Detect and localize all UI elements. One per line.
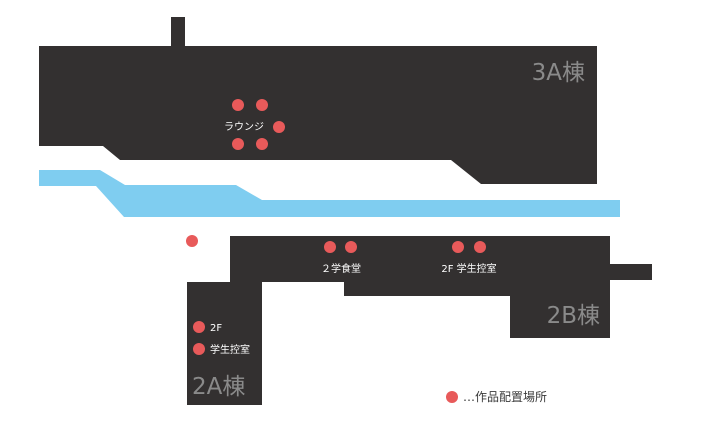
lounge-label: ラウンジ — [224, 121, 264, 133]
legend: …作品配置場所 — [446, 390, 547, 404]
lounge-marker — [273, 121, 285, 133]
student-room-2a-marker — [193, 343, 205, 355]
student-room-2b-marker — [452, 241, 464, 253]
building-3a-chimney — [171, 17, 185, 49]
student-room-2a-name-label: 学生控室 — [210, 343, 250, 356]
building-3a: 3A棟 — [39, 17, 597, 184]
legend-label: …作品配置場所 — [463, 390, 547, 404]
cafeteria-marker — [345, 241, 357, 253]
building-2a-label: 2A棟 — [192, 374, 245, 400]
student-room-2a-marker — [193, 321, 205, 333]
building-3a-body — [39, 46, 597, 184]
building-2b: 2B棟 — [230, 236, 652, 338]
lounge-marker — [232, 99, 244, 111]
lounge-marker — [256, 138, 268, 150]
student-room-2b-marker — [474, 241, 486, 253]
student-room-2a-floor-label: 2F — [210, 323, 222, 334]
connecting-corridor — [39, 170, 620, 217]
lounge-marker — [232, 138, 244, 150]
cafeteria-marker — [324, 241, 336, 253]
building-2b-body — [230, 236, 652, 338]
lounge-markers — [232, 99, 285, 150]
outdoor-marker — [186, 235, 198, 247]
legend-marker — [446, 391, 458, 403]
building-2b-label: 2B棟 — [547, 303, 600, 329]
cafeteria-label: ２学食堂 — [321, 262, 361, 275]
lounge-marker — [256, 99, 268, 111]
building-3a-label: 3A棟 — [532, 60, 585, 86]
student-room-2b-label: 2F 学生控室 — [441, 262, 496, 275]
